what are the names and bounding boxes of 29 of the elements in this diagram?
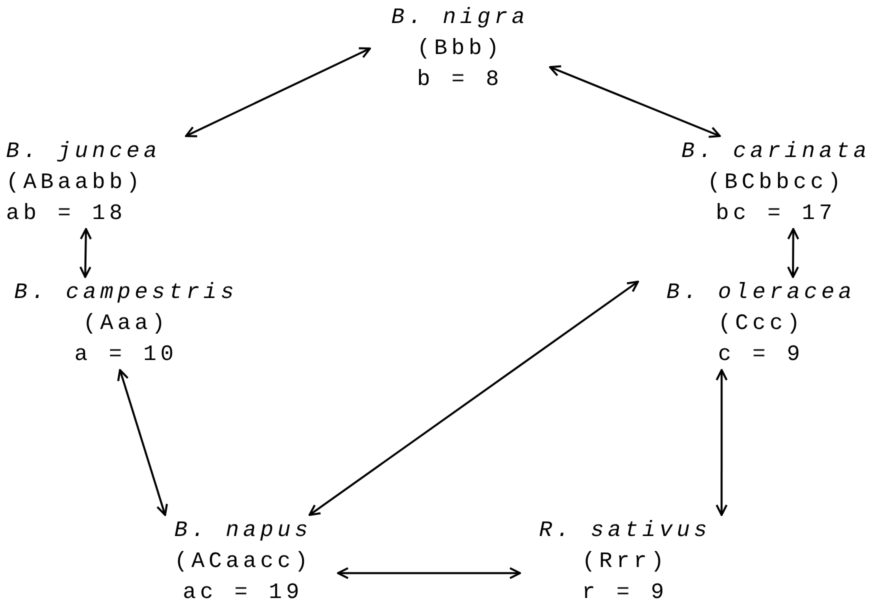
chromosome-count: ab = 18: [6, 200, 126, 228]
species-name: B. campestris: [14, 279, 238, 307]
double-arrow: [787, 228, 800, 278]
genome-formula: (BCbbcc): [707, 169, 845, 197]
genome-formula: (Bbb): [416, 35, 503, 63]
chromosome-count: a = 10: [74, 341, 178, 369]
genome-formula: (Rrr): [582, 548, 668, 576]
species-name: B. nigra: [391, 4, 529, 32]
species-name: B. napus: [174, 517, 312, 545]
chromosome-count: c = 9: [718, 341, 804, 369]
chromosome-count: bc = 17: [716, 200, 836, 228]
double-arrow: [337, 567, 521, 580]
double-arrow: [308, 280, 639, 516]
species-name: R. sativus: [538, 517, 712, 545]
genome-formula: (ACaacc): [174, 548, 312, 576]
genome-formula: (Ccc): [718, 310, 804, 338]
species-name: B. oleracea: [666, 279, 856, 307]
double-arrow: [79, 228, 92, 278]
genome-formula: (ABaabb): [6, 169, 144, 197]
double-arrow: [117, 369, 168, 516]
species-name: B. juncea: [6, 138, 161, 166]
genome-formula: (Aaa): [82, 310, 169, 338]
double-arrow: [716, 369, 728, 516]
double-arrow: [549, 65, 721, 138]
chromosome-count: ac = 19: [182, 579, 304, 607]
chromosome-count: b = 8: [416, 66, 503, 94]
species-name: B. carinata: [681, 138, 871, 166]
double-arrow: [185, 47, 371, 138]
chromosome-count: r = 9: [582, 579, 668, 607]
